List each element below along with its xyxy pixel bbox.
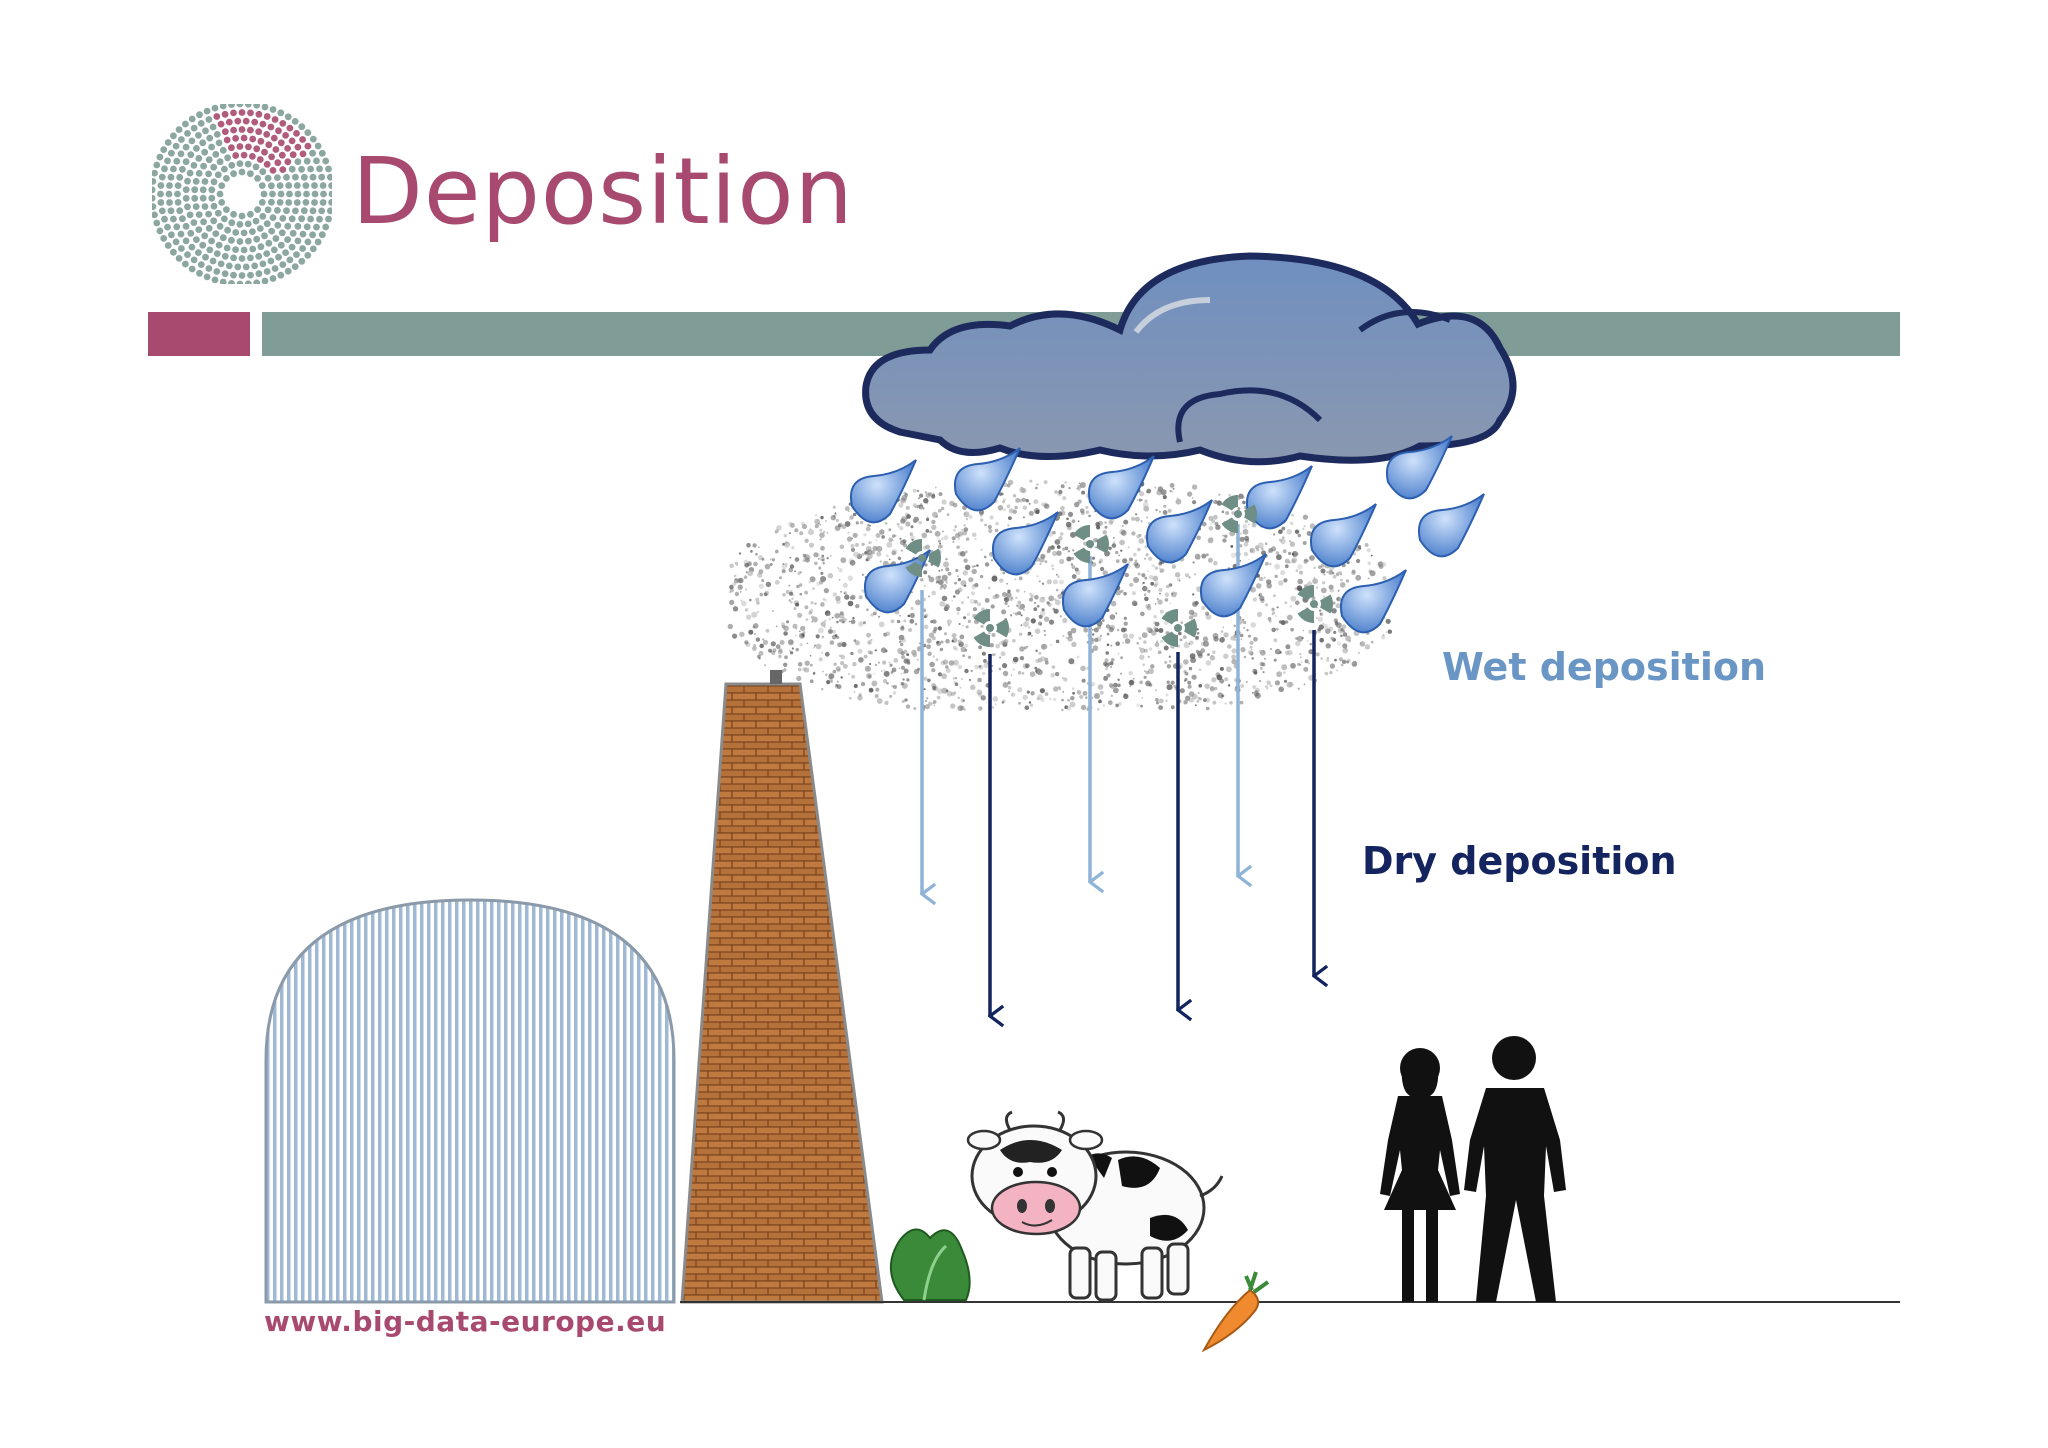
raindrop-icon xyxy=(954,447,1021,512)
radiation-icon xyxy=(905,539,942,577)
website-url: www.big-data-europe.eu xyxy=(264,1305,667,1338)
chimney-icon xyxy=(680,670,884,1304)
raindrop-icon xyxy=(1200,553,1267,618)
radiation-icon xyxy=(1073,525,1110,563)
raindrop-icon xyxy=(1386,435,1453,500)
radiation-particles xyxy=(905,495,1333,647)
raindrop-icon xyxy=(1062,563,1129,628)
raindrop-icon xyxy=(1418,493,1485,558)
raindrop-icon xyxy=(1246,465,1313,530)
reactor-dome-icon xyxy=(264,898,676,1304)
cow-icon xyxy=(966,1110,1224,1302)
radiation-icon xyxy=(1297,585,1333,623)
page-title: Deposition xyxy=(352,138,854,245)
raindrop-icon xyxy=(1340,569,1407,634)
raindrop-icon xyxy=(1088,455,1155,520)
raindrop-icon xyxy=(1146,499,1213,564)
spinach-icon xyxy=(889,1228,971,1301)
people-icon xyxy=(1380,1036,1566,1302)
raindrop-icon xyxy=(992,511,1059,576)
raindrops xyxy=(850,435,1485,634)
logo-center xyxy=(226,178,258,210)
cloud-icon xyxy=(862,252,1517,466)
title-accent-bar xyxy=(148,312,250,356)
raindrop-icon xyxy=(850,459,917,524)
smoke-plume xyxy=(727,479,1393,712)
radiation-icon xyxy=(1161,609,1197,647)
wet-deposition-label: Wet deposition xyxy=(1442,645,1767,689)
logo-icon xyxy=(152,104,332,284)
radiation-icon xyxy=(973,609,1010,647)
dry-deposition-label: Dry deposition xyxy=(1362,839,1677,883)
radiation-icon xyxy=(1221,495,1257,533)
raindrop-icon xyxy=(1310,503,1377,568)
carrot-icon xyxy=(1201,1271,1270,1353)
